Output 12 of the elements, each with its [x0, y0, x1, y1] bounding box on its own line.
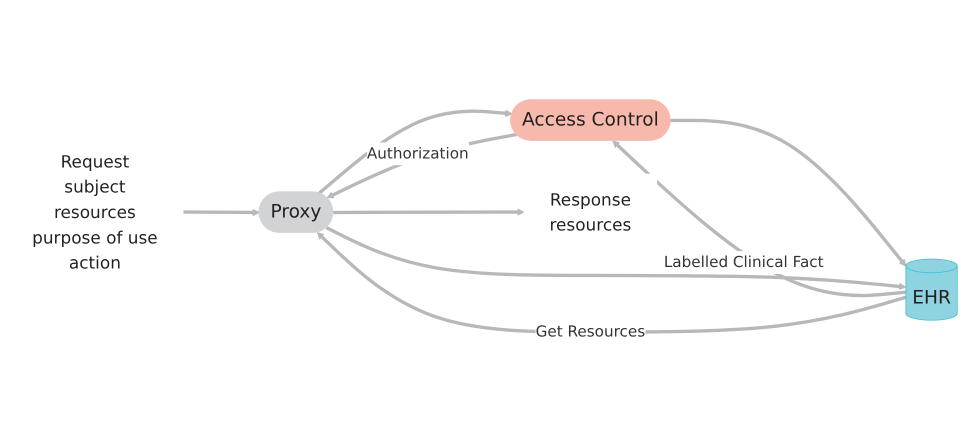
- arrow: [670, 118, 906, 266]
- arrow: [318, 109, 512, 194]
- arrow: [316, 232, 906, 334]
- edge-label: Authorization: [366, 144, 469, 163]
- edge-label: Get Resources: [536, 323, 646, 341]
- node-text: Request subject resources purpose of use action: [32, 151, 158, 273]
- arrow: [333, 208, 524, 216]
- arrow: [183, 208, 260, 216]
- edge-label: Labelled Clinical Fact: [664, 254, 824, 272]
- arrow: [326, 132, 517, 198]
- arrow: [326, 226, 906, 290]
- arrow: [612, 140, 906, 298]
